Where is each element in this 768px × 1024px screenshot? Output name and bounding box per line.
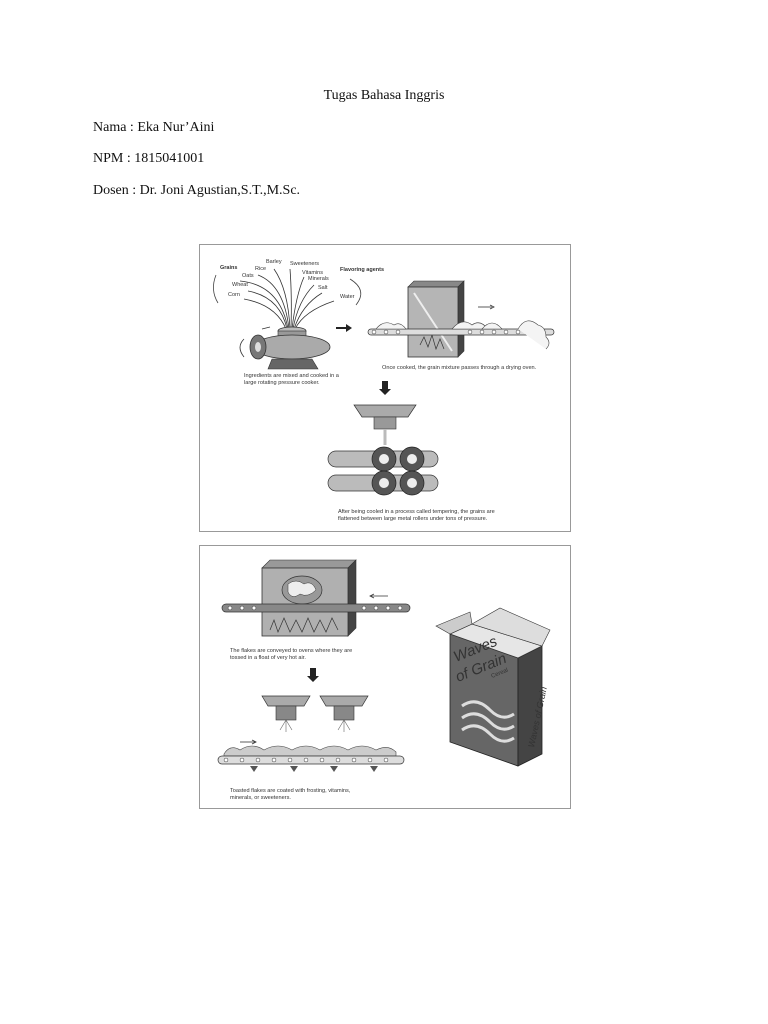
conveyor-belt: [221, 603, 411, 613]
down-arrow-icon: [307, 668, 319, 682]
ingredient-label: Vitamins: [302, 270, 323, 276]
lecturer-name: Dosen : Dr. Joni Agustian,S.T.,M.Sc.: [93, 183, 301, 198]
caption-rollers-line2: flattened between large metal rollers un…: [338, 516, 488, 522]
ingredient-label: Water: [340, 294, 355, 300]
process-illustration-2: The flakes are conveyed to ovens where t…: [217, 559, 551, 801]
cereal-process-figure-1: Grains Barley Sweeteners Rice Oats Vitam…: [199, 244, 571, 532]
coating-sprayers: [261, 695, 369, 732]
ingredient-label: Barley: [266, 259, 282, 265]
ingredient-label: Grains: [220, 265, 237, 271]
caption-rollers-line1: After being cooled in a process called t…: [338, 509, 495, 515]
grain-mixture: [375, 320, 550, 350]
right-arrow-icon: [336, 324, 352, 332]
drying-oven: [407, 280, 465, 358]
cereal-process-figure-2: The flakes are conveyed to ovens where t…: [199, 545, 571, 809]
ingredient-label: Oats: [242, 273, 254, 279]
coated-flakes: [223, 745, 397, 757]
ingredient-label: Corn: [228, 292, 240, 298]
down-arrow-icon: [379, 381, 391, 395]
process-illustration-1: Grains Barley Sweeteners Rice Oats Vitam…: [213, 259, 555, 522]
caption-toast-line2: tossed in a float of very hot air.: [230, 655, 306, 661]
student-name: Nama : Eka Nur’Aini: [93, 120, 215, 135]
ingredient-label: Minerals: [308, 276, 329, 282]
toasting-oven: [261, 559, 357, 637]
pressure-cooker: [239, 326, 331, 370]
caption-cooker-line2: large rotating pressure cooker.: [244, 380, 320, 386]
ingredient-flow-arrows: [239, 268, 335, 330]
ingredient-label: Salt: [318, 285, 328, 291]
caption-toast-line1: The flakes are conveyed to ovens where t…: [230, 648, 352, 654]
flavoring-label: Flavoring agents: [340, 267, 384, 273]
ingredient-label: Wheat: [232, 282, 248, 288]
ingredient-label: Sweeteners: [290, 261, 319, 267]
caption-coat-line1: Toasted flakes are coated with frosting,…: [230, 788, 351, 794]
student-id: NPM : 1815041001: [93, 151, 205, 166]
ingredient-label: Rice: [255, 266, 266, 272]
caption-oven: Once cooked, the grain mixture passes th…: [382, 365, 537, 371]
cereal-box: Waves of Grain Cereal Waves of Grain: [435, 607, 551, 767]
flattening-rollers: [327, 404, 439, 496]
caption-cooker-line1: Ingredients are mixed and cooked in a: [244, 373, 340, 379]
page-title: Tugas Bahasa Inggris: [323, 88, 445, 103]
conveyor-belt: [217, 755, 405, 765]
caption-coat-line2: minerals, or sweeteners.: [230, 795, 291, 801]
